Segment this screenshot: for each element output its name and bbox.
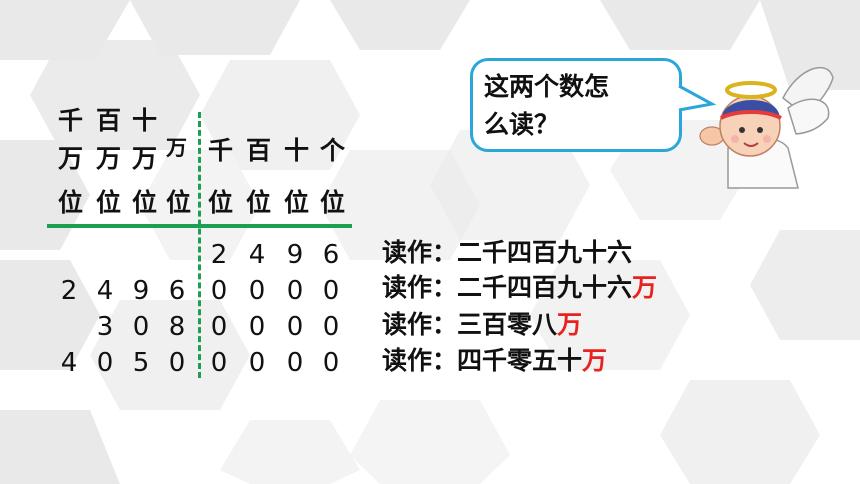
digit-cell: 0	[322, 348, 340, 378]
header-ge: 个	[320, 136, 346, 165]
reading-row-2: 读作：二千四百九十六万	[382, 275, 657, 300]
digit-cell: 0	[322, 276, 340, 306]
reading-red: 万	[557, 310, 583, 339]
reading-row-3: 读作：三百零八万	[382, 312, 582, 337]
digit-cell: 3	[96, 312, 114, 342]
reading-row-4: 读作：四千零五十万	[382, 348, 607, 373]
header-shi: 十	[284, 136, 310, 165]
digit-cell: 0	[210, 312, 228, 342]
header-shi-wan: 十	[132, 106, 158, 135]
digit-cell: 0	[96, 348, 114, 378]
digit-cell: 0	[248, 276, 266, 306]
digit-cell: 0	[210, 276, 228, 306]
digit-cell: 2	[60, 276, 78, 306]
digit-cell: 0	[286, 348, 304, 378]
digit-cell: 0	[132, 312, 150, 342]
digit-cell: 0	[248, 312, 266, 342]
header-bai: 百	[246, 136, 272, 165]
digit-cell: 9	[132, 276, 150, 306]
header-wei-4: 位	[166, 188, 192, 217]
reading-main: 二千四百九十六	[457, 273, 633, 302]
speech-line-1: 这两个数怎	[484, 72, 610, 101]
header-wan-2: 万	[96, 144, 122, 173]
digit-cell: 0	[248, 348, 266, 378]
speech-line-2: 么读？	[484, 110, 560, 139]
header-wei-1: 位	[58, 188, 84, 217]
header-wei-6: 位	[246, 188, 272, 217]
header-qian-wan: 千	[58, 106, 84, 135]
digit-cell: 4	[96, 276, 114, 306]
reading-row-1: 读作：二千四百九十六	[382, 240, 632, 265]
speech-bubble	[470, 58, 682, 152]
reading-prefix: 读作：	[382, 346, 458, 375]
reading-red: 万	[632, 273, 658, 302]
header-wan-3: 万	[132, 144, 158, 173]
digit-cell: 8	[168, 312, 186, 342]
digit-cell: 2	[210, 240, 228, 270]
reading-prefix: 读作：	[382, 310, 458, 339]
digit-cell: 0	[286, 276, 304, 306]
digit-cell: 9	[286, 240, 304, 270]
digit-cell: 4	[60, 348, 78, 378]
header-wei-5: 位	[208, 188, 234, 217]
speech-bubble-text: 这两个数怎 么读？	[484, 68, 670, 144]
digit-cell: 6	[322, 240, 340, 270]
header-wei-2: 位	[96, 188, 122, 217]
digit-cell: 0	[210, 348, 228, 378]
reading-prefix: 读作：	[382, 273, 458, 302]
header-wan-1: 万	[58, 144, 84, 173]
angel-character-icon	[699, 67, 834, 189]
reading-red: 万	[582, 346, 608, 375]
header-wei-7: 位	[284, 188, 310, 217]
speech-bubble-tail	[678, 84, 716, 112]
header-wei-8: 位	[320, 188, 346, 217]
reading-prefix: 读作：	[382, 238, 458, 267]
reading-main: 四千零五十	[457, 346, 583, 375]
digit-cell: 0	[168, 348, 186, 378]
digit-cell: 0	[322, 312, 340, 342]
wan-ge-separator-dashed-line	[198, 112, 201, 378]
digit-cell: 6	[168, 276, 186, 306]
header-wei-3: 位	[132, 188, 158, 217]
reading-main: 二千四百九十六	[457, 238, 633, 267]
header-bai-wan: 百	[96, 106, 122, 135]
reading-main: 三百零八	[457, 310, 558, 339]
digit-cell: 0	[286, 312, 304, 342]
digit-cell: 5	[132, 348, 150, 378]
header-wan-single: 万	[166, 136, 187, 160]
header-qian: 千	[208, 136, 234, 165]
digit-cell: 4	[248, 240, 266, 270]
